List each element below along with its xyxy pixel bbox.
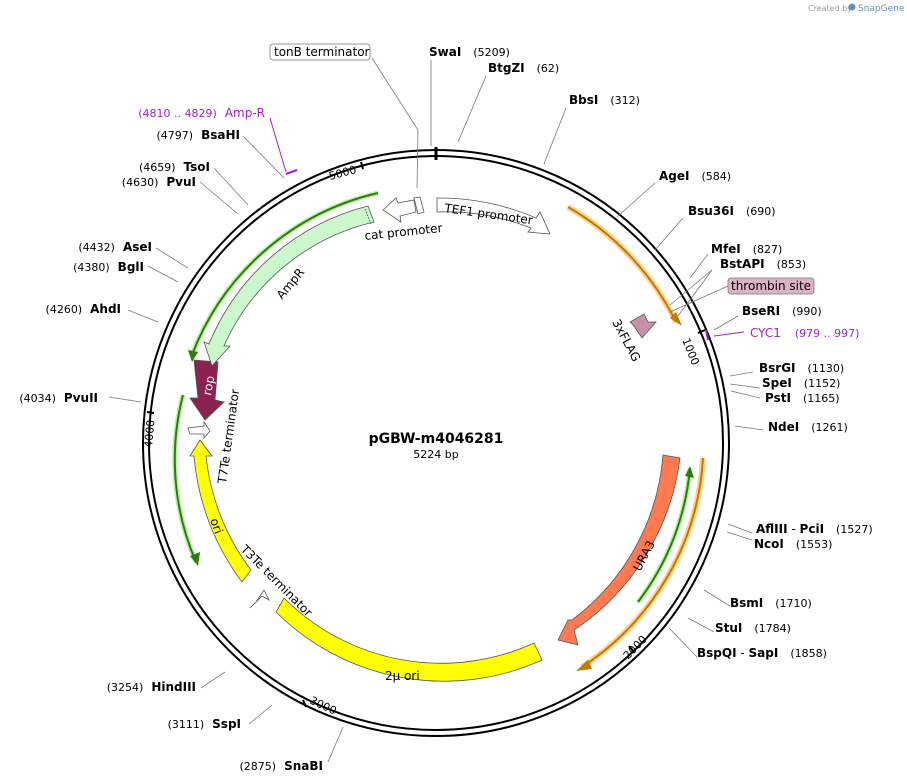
enzyme-pvui[interactable]: (4630)PvuI [122,175,196,189]
green-arrowhead-right [685,466,694,478]
enzyme-asei[interactable]: (4432)AseI [78,240,152,254]
rop-label: rop [200,375,217,397]
svg-text:5000: 5000 [327,163,357,183]
3xflag-feature[interactable] [629,313,657,339]
ampr-feature[interactable] [203,205,375,367]
enzyme-snabi[interactable]: (2875)SnaBI [240,759,323,773]
enzyme-bbsi[interactable]: BbsI(312) [569,93,640,107]
plasmid-length: 5224 bp [413,448,458,461]
tonb-leader-2 [416,129,419,189]
2mu-ori-feature[interactable] [275,597,543,682]
credit-brand: SnapGene [858,4,905,14]
thrombin-site-callout[interactable]: thrombin site [727,277,815,295]
enzyme-bsrgi[interactable]: BsrGI(1130) [759,361,844,375]
tick-5000: 5000 [327,161,364,183]
enzyme-bgli[interactable]: (4380)BglI [73,260,144,274]
tick-3000: 3000 [302,694,339,718]
enzyme-stui[interactable]: StuI(1784) [715,621,791,635]
svg-text:4000: 4000 [142,419,157,448]
enzyme-bspqi-sapi[interactable]: BspQI - SapI(1858) [697,646,827,660]
cyc1-primer-leader [713,331,745,337]
primer-ampr[interactable]: (4810 .. 4829)Amp-R [138,106,265,120]
snapgene-logo-icon [848,3,856,11]
enzyme-bsahi[interactable]: (4797)BsaHI [157,128,240,142]
cat-promoter-label: cat promoter [364,221,443,243]
green-arrow-left-bottom [173,394,197,563]
t3te-terminator-feature[interactable] [249,589,270,609]
tef1-promoter-feature[interactable] [436,197,551,235]
rop-feature[interactable] [189,359,225,421]
enzyme-bstapi[interactable]: BstAPI(853) [720,257,806,271]
credit-prefix: Created by [808,4,852,13]
cyc1-primer-mark [705,329,709,341]
t3te-label: T3Te terminator [237,542,315,620]
orf-arrow-right [581,457,704,668]
enzyme-bseri[interactable]: BseRI(990) [742,304,822,318]
ampr-primer-mark [285,169,298,175]
green-arrowhead-left-bottom [190,552,200,566]
ori-label: ori [207,516,225,535]
tick-4000: 4000 [142,411,157,448]
ori-feature[interactable] [189,439,252,583]
enzyme-bsu36i[interactable]: Bsu36I(690) [688,204,776,218]
orf-arrowhead-right [576,660,592,671]
enzyme-btgzi[interactable]: BtgZI(62) [488,61,559,75]
enzyme-ndei[interactable]: NdeI(1261) [768,420,848,434]
tonb-leader [371,57,419,131]
green-arrow-left-top [191,192,379,356]
green-arrow-right [637,467,691,603]
enzyme-pvuii[interactable]: (4034)PvuII [19,391,98,405]
ampr-feature-divider [364,208,372,225]
thrombin-site-label: thrombin site [731,279,811,293]
t7te-terminator-feature[interactable] [187,420,211,440]
enzyme-mfei[interactable]: MfeI(827) [711,242,782,256]
enzyme-afliii-pcii[interactable]: AflIII - PciI(1527) [756,522,873,536]
2mu-ori-label: 2μ ori [385,669,420,683]
enzyme-spei[interactable]: SpeI(1152) [762,376,840,390]
enzyme-ahdi[interactable]: (4260)AhdI [46,302,121,316]
orf-arrow-top [567,206,677,323]
enzyme-swai[interactable]: SwaI(5209) [429,45,510,59]
enzyme-tsoi[interactable]: (4659)TsoI [139,160,210,174]
orf-arrowhead-top [670,312,682,326]
enzyme-leaders [108,60,764,763]
enzyme-psti[interactable]: PstI(1165) [765,391,840,405]
enzyme-hindiii[interactable]: (3254)HindIII [107,680,196,694]
tonb-terminator-label: tonB terminator [274,45,370,59]
cat-promoter-tip [413,196,425,215]
cat-promoter-feature[interactable] [382,197,417,223]
tonb-terminator-callout[interactable]: tonB terminator [269,43,371,61]
plasmid-name: pGBW-m4046281 [369,431,504,447]
enzyme-sspi[interactable]: (3111)SspI [168,717,241,731]
enzyme-bsmi[interactable]: BsmI(1710) [730,596,812,610]
green-arrowhead-left-top [188,350,198,362]
svg-text:1000: 1000 [679,336,702,367]
enzyme-ncoi[interactable]: NcoI(1553) [754,537,832,551]
enzyme-agei[interactable]: AgeI(584) [659,169,731,183]
ampr-primer-leader [269,117,287,173]
primer-cyc1[interactable]: CYC1(979 .. 997) [750,326,859,340]
ura3-feature[interactable] [557,454,681,646]
thrombin-leader [669,285,729,313]
